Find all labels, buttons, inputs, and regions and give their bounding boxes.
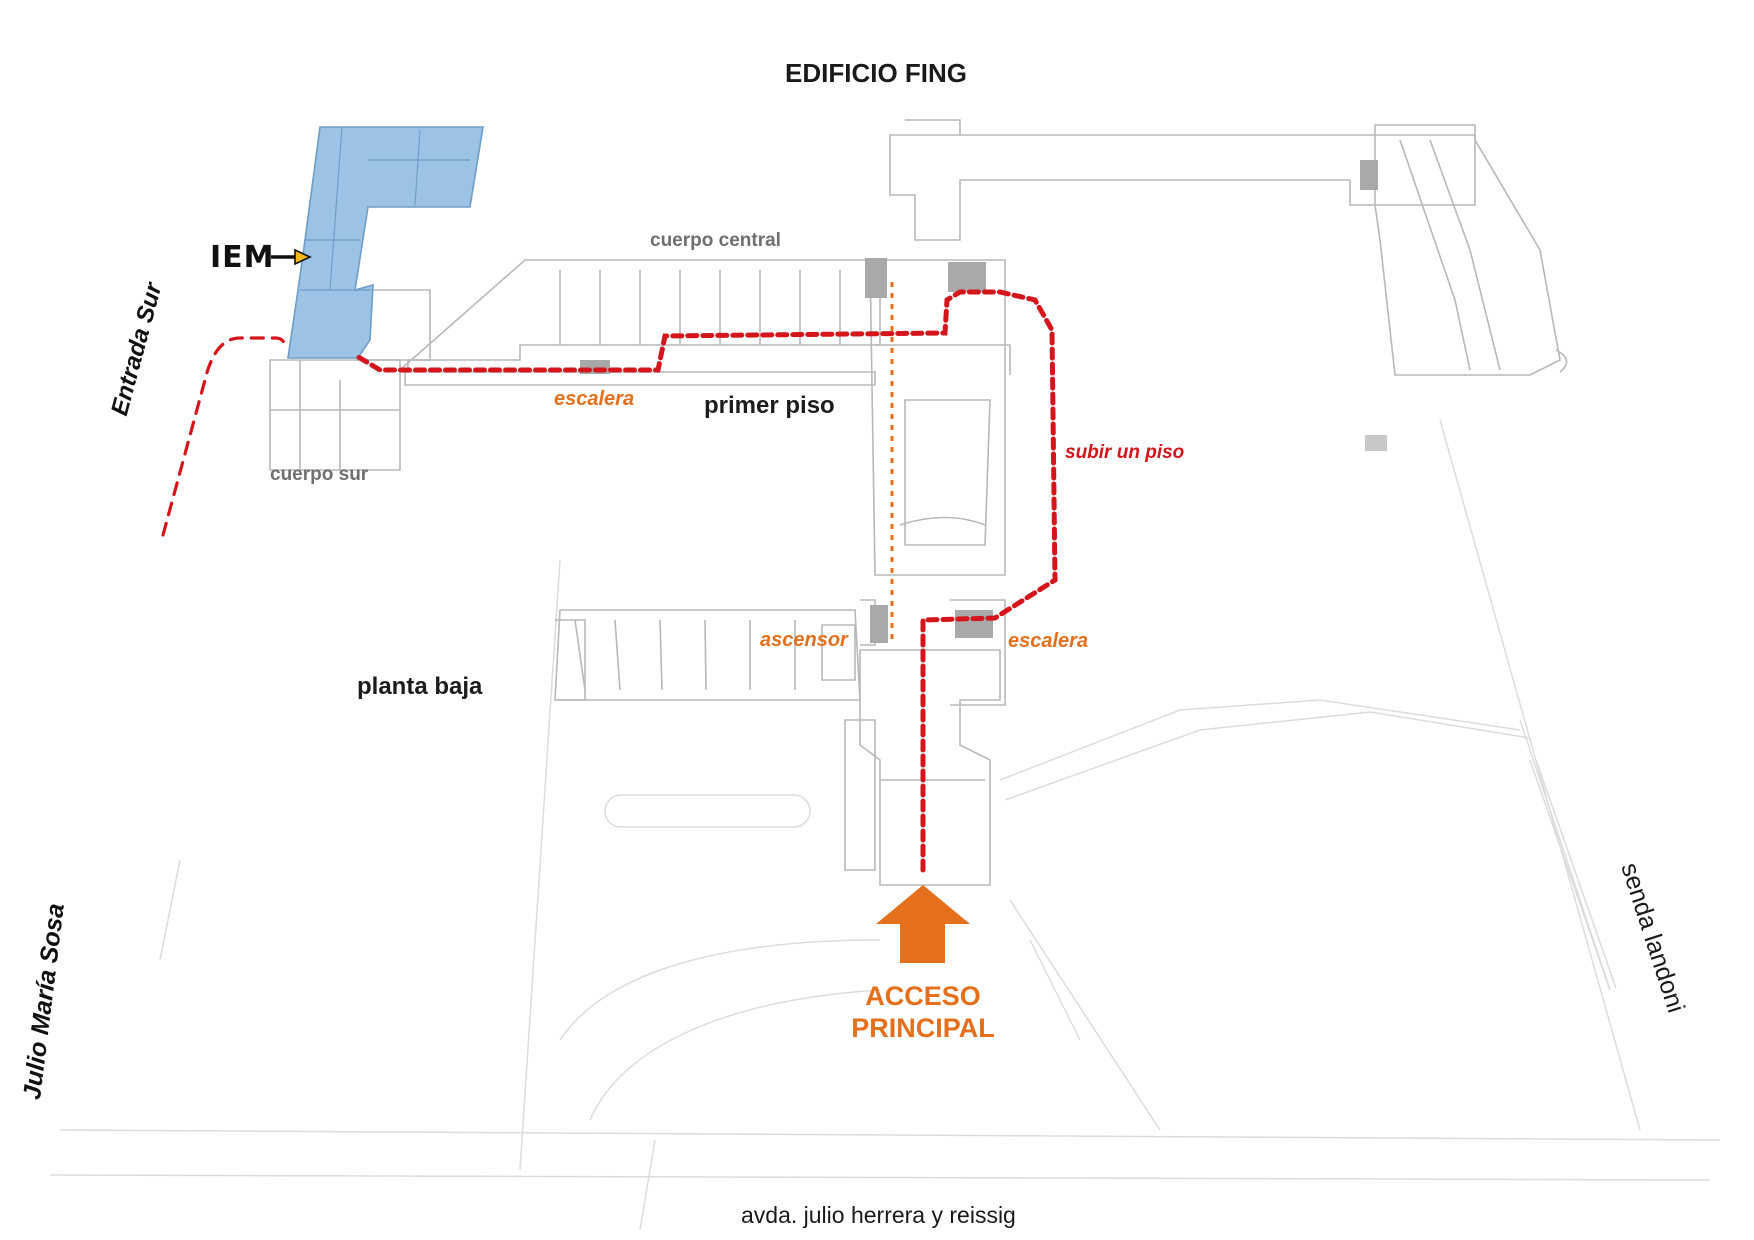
arrow-right-icon xyxy=(271,248,312,266)
label-acceso-principal: ACCESO PRINCIPAL xyxy=(840,980,1006,1044)
acceso-line2: PRINCIPAL xyxy=(851,1013,995,1043)
label-subir-un-piso: subir un piso xyxy=(1065,442,1185,463)
route-entrada-sur xyxy=(161,336,287,537)
arrow-up-icon xyxy=(876,885,970,963)
street-avda: avda. julio herrera y reissig xyxy=(741,1202,1016,1228)
floor-plans xyxy=(269,119,1568,886)
label-escalera-top: escalera xyxy=(554,388,635,410)
label-iem: IEM xyxy=(210,240,275,275)
site-outlines xyxy=(49,419,1721,1231)
label-ascensor: ascensor xyxy=(760,629,848,651)
label-escalera-bottom: escalera xyxy=(1008,630,1089,652)
label-planta-baja: planta baja xyxy=(357,673,483,700)
label-cuerpo-central: cuerpo central xyxy=(650,230,781,251)
map-title: EDIFICIO FING xyxy=(785,58,967,88)
acceso-line1: ACCESO xyxy=(865,981,981,1011)
label-primer-piso: primer piso xyxy=(704,392,835,419)
iem-building xyxy=(287,126,484,359)
route-primer-piso xyxy=(352,289,1058,873)
label-cuerpo-sur: cuerpo sur xyxy=(270,464,369,485)
